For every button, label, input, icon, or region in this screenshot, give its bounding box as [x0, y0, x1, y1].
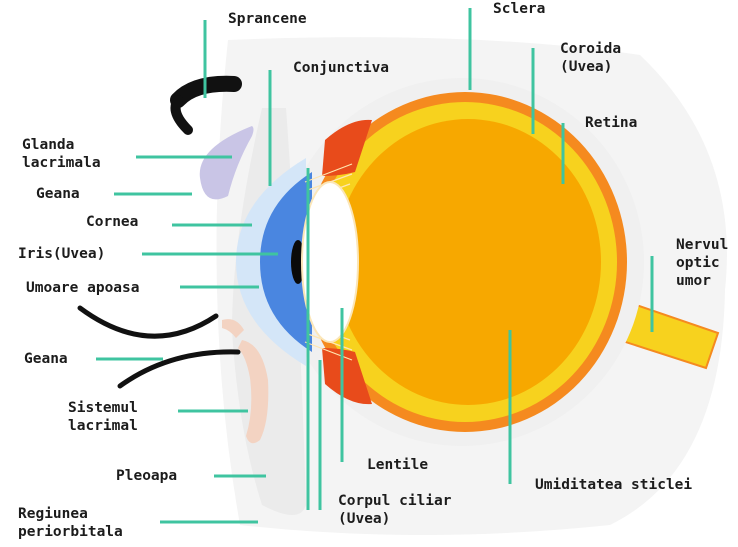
ciliary-body-bottom — [322, 348, 372, 405]
lower-eyelash — [117, 349, 241, 389]
label-sclera: Sclera — [493, 1, 546, 17]
lens — [302, 182, 358, 342]
lens-edge — [301, 181, 359, 343]
label-umiditatea-sticlei: Umiditatea sticlei — [535, 477, 693, 493]
lacrimal-system — [222, 319, 244, 338]
label-pleoapa: Pleoapa — [116, 468, 178, 484]
label-iris: Iris(Uvea) — [18, 246, 106, 262]
label-umoare-apoasa: Umoare apoasa — [26, 280, 140, 296]
ciliary-body-top — [322, 119, 372, 176]
lacrimal-duct — [238, 340, 269, 444]
label-glanda-lacrimala: Glanda lacrimala — [22, 137, 101, 171]
label-sistemul-lacrimal: Sistemul lacrimal — [68, 400, 138, 434]
label-conjunctiva: Conjunctiva — [293, 60, 390, 76]
label-lentile: Lentile — [367, 457, 429, 473]
eyebrow-tail — [170, 95, 193, 135]
label-coroida: Coroida (Uvea) — [560, 41, 622, 75]
label-retina: Retina — [585, 115, 638, 131]
label-geana-top: Geana — [36, 186, 80, 202]
label-sprancene: Sprancene — [228, 11, 307, 27]
label-regiunea-periorbitala: Regiunea periorbitala — [18, 506, 123, 540]
label-corpul-ciliar: Corpul ciliar (Uvea) — [338, 493, 452, 527]
upper-eyelash — [77, 305, 219, 339]
label-geana-bottom: Geana — [24, 351, 68, 367]
vitreous-body — [335, 119, 601, 405]
iris — [260, 172, 312, 352]
lacrimal-gland — [199, 126, 254, 200]
label-cornea: Cornea — [86, 214, 139, 230]
label-nervul-optic: Nervul optic umor — [676, 237, 729, 289]
leader-lines — [96, 8, 654, 524]
